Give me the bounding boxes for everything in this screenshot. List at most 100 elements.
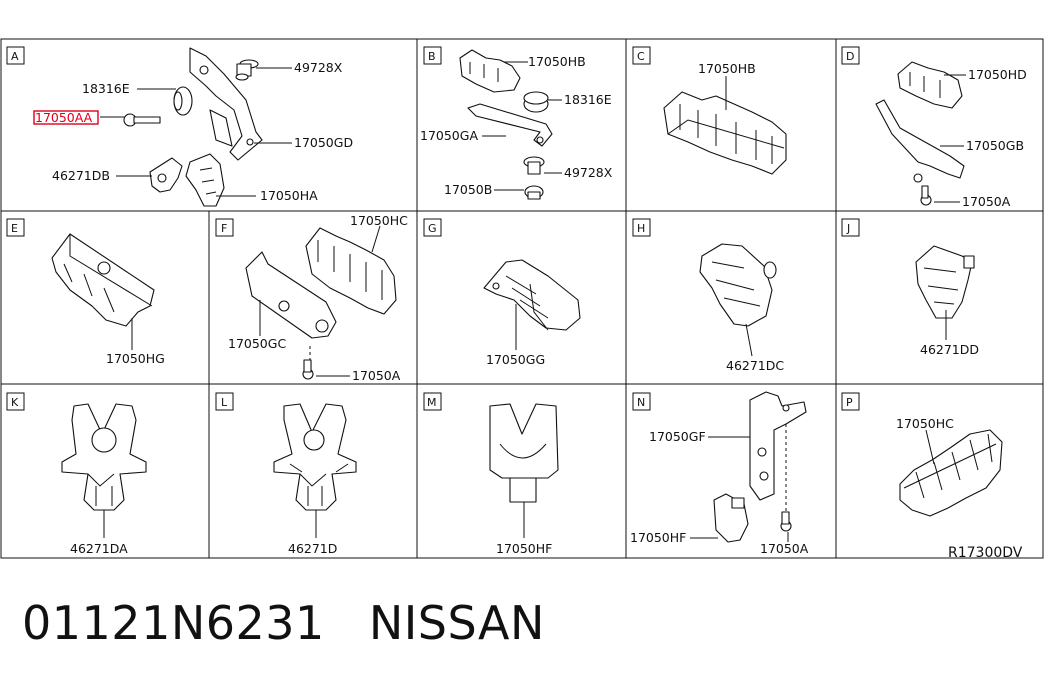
bolt-17050a-f-drawing: [302, 359, 314, 380]
bolt-17050a-n-drawing: [780, 511, 792, 532]
clip-46271db-drawing: [149, 157, 183, 193]
svg-text:A: A: [11, 50, 19, 63]
bracket-17050gf-drawing: [749, 391, 807, 501]
clip-17050hf-m-drawing: [489, 403, 559, 479]
label-17050hb-c: 17050HB: [698, 61, 756, 76]
clip-17050ha-drawing: [185, 153, 225, 207]
clip-17050hc-f-drawing: [305, 227, 397, 315]
highlight-box: [33, 110, 99, 125]
clip-17050hg-drawing: [51, 233, 155, 327]
panel-letter-n: N: [632, 392, 651, 411]
panel-m: 17050HF: [489, 403, 559, 556]
svg-text:H: H: [637, 222, 645, 235]
panel-letter-m: M: [423, 392, 442, 411]
panel-g: 17050GG: [483, 259, 581, 367]
panel-c: 17050HB: [663, 61, 787, 175]
label-17050ga: 17050GA: [420, 128, 478, 143]
parts-diagram: A B C D E F G H J K L M N P: [0, 38, 1044, 561]
part-number: 01121N6231: [22, 596, 325, 650]
label-49728x: 49728X: [294, 60, 343, 75]
panel-letter-b: B: [423, 46, 442, 65]
panel-p: 17050HC: [896, 416, 1003, 517]
bracket-17050gd-drawing: [189, 47, 263, 161]
panel-j: 46271DD: [915, 245, 979, 357]
svg-text:J: J: [846, 222, 850, 235]
svg-text:F: F: [221, 222, 227, 235]
label-17050ha: 17050HA: [260, 188, 318, 203]
svg-text:M: M: [427, 396, 437, 409]
brand-name: NISSAN: [368, 596, 545, 650]
clip-46271dd-drawing: [915, 245, 973, 319]
panel-letter-l: L: [215, 392, 234, 411]
pin-49728x-drawing: [235, 59, 259, 81]
panel-n: 17050GF 17050HF 17050A: [630, 391, 809, 556]
svg-text:D: D: [846, 50, 854, 63]
bolt-17050a-d-drawing: [920, 185, 932, 206]
label-17050hf-n: 17050HF: [630, 530, 686, 545]
label-46271dc: 46271DC: [726, 358, 784, 373]
clip-46271d-drawing: [273, 403, 357, 511]
panel-l: 46271D: [273, 403, 357, 556]
label-17050gg: 17050GG: [486, 352, 545, 367]
label-17050b: 17050B: [444, 182, 492, 197]
svg-text:N: N: [637, 396, 645, 409]
clip-17050hd-drawing: [897, 61, 963, 109]
reference-code: R17300DV: [948, 545, 1023, 561]
label-49728x-b: 49728X: [564, 165, 613, 180]
svg-text:B: B: [428, 50, 436, 63]
label-17050hc-p: 17050HC: [896, 416, 954, 431]
panel-e: 17050HG: [51, 233, 165, 366]
panel-letter-c: C: [632, 46, 651, 65]
clip-17050hc-p-drawing: [899, 429, 1003, 517]
label-17050a-d: 17050A: [962, 194, 1011, 209]
label-46271da: 46271DA: [70, 541, 128, 556]
caption: 01121N6231 NISSAN: [22, 596, 545, 650]
clip-46271da-drawing: [61, 403, 147, 511]
svg-text:K: K: [11, 396, 19, 409]
svg-text:G: G: [428, 222, 437, 235]
panel-letter-k: K: [6, 392, 25, 411]
label-17050hb: 17050HB: [528, 54, 586, 69]
clip-17050hb-drawing: [459, 49, 521, 93]
bracket-17050gc-drawing: [245, 251, 337, 339]
clip-17050hb-c-drawing: [663, 91, 787, 175]
svg-text:E: E: [11, 222, 18, 235]
panel-d: 17050HD 17050GB 17050A: [875, 61, 1027, 209]
label-17050gb: 17050GB: [966, 138, 1024, 153]
label-17050aa: 17050AA: [35, 110, 93, 125]
label-17050a-n: 17050A: [760, 541, 809, 556]
label-18316e-b: 18316E: [564, 92, 612, 107]
panel-k: 46271DA: [61, 403, 147, 556]
panel-letter-h: H: [632, 218, 651, 237]
panel-letters: A B C D E F G H J K L M N P: [6, 46, 860, 411]
panel-letter-g: G: [423, 218, 442, 237]
label-46271db: 46271DB: [52, 168, 110, 183]
panel-h: 46271DC: [699, 243, 784, 373]
label-17050gc: 17050GC: [228, 336, 286, 351]
label-17050gd: 17050GD: [294, 135, 353, 150]
grommet-18316e-b-drawing: [523, 91, 549, 113]
svg-text:C: C: [637, 50, 645, 63]
panel-letter-d: D: [841, 46, 860, 65]
svg-text:P: P: [846, 396, 853, 409]
panel-letter-f: F: [215, 218, 234, 237]
panel-letter-j: J: [841, 218, 860, 237]
panel-letter-a: A: [6, 46, 25, 65]
panel-letter-p: P: [841, 392, 860, 411]
panel-letter-e: E: [6, 218, 25, 237]
label-17050gf: 17050GF: [649, 429, 706, 444]
panel-f: 17050HC 17050GC 17050A: [228, 213, 408, 383]
label-46271d: 46271D: [288, 541, 337, 556]
grid-lines: [0, 38, 1044, 559]
label-17050hd: 17050HD: [968, 67, 1027, 82]
svg-text:L: L: [221, 396, 228, 409]
label-17050hf-m: 17050HF: [496, 541, 552, 556]
label-46271dd: 46271DD: [920, 342, 979, 357]
bracket-flange-drawing: [209, 109, 233, 147]
nut-17050b-drawing: [524, 185, 544, 200]
panel-a: 49728X 18316E 17050AA 17050GD 46271DB 17…: [33, 47, 353, 207]
label-17050a-f: 17050A: [352, 368, 401, 383]
grommet-18316e-drawing: [173, 86, 193, 116]
panel-b: 17050HB 18316E 17050GA 49728X 17050B: [420, 49, 613, 200]
bracket-17050ga-drawing: [467, 103, 553, 147]
